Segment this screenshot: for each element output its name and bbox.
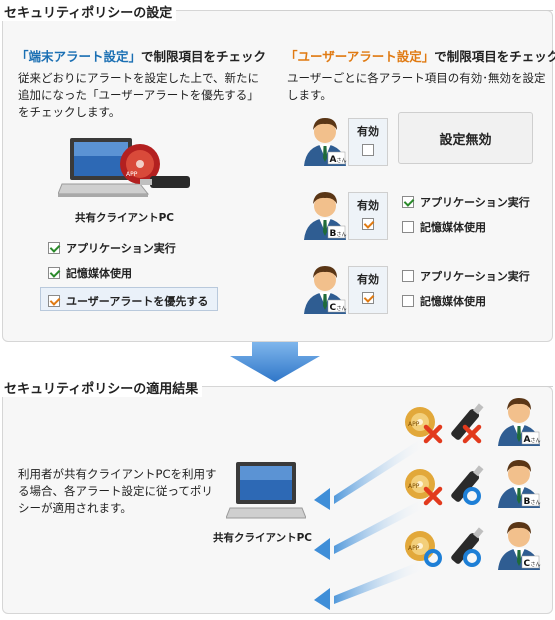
enable-checkbox[interactable] (362, 292, 374, 304)
shared-pc-illustration: APP (58, 138, 190, 197)
user-check-row[interactable]: アプリケーション実行 (402, 268, 530, 284)
user-badge-letter: B (524, 497, 531, 507)
user-enable-box: 有効 (348, 266, 388, 314)
user-badge-suffix: さん (337, 231, 347, 238)
terminal-check-app-exec[interactable]: アプリケーション実行 (48, 240, 176, 256)
result-arrow-b (314, 496, 428, 560)
usb-drive-icon (451, 465, 484, 502)
user-row-c: C さん (302, 260, 348, 318)
laptop-icon (58, 138, 150, 197)
user-badge-letter: A (330, 155, 337, 165)
shared-pc-label: 共有クライアントPC (75, 212, 174, 224)
setting-disabled-box: 設定無効 (398, 112, 533, 164)
usb-drive-icon (451, 527, 484, 564)
section-divider (230, 10, 553, 11)
result-pc-label: 共有クライアントPC (213, 532, 312, 544)
section-divider (250, 386, 553, 387)
terminal-check-media-use[interactable]: 記憶媒体使用 (48, 265, 132, 281)
checkbox[interactable] (48, 295, 60, 307)
terminal-alert-heading-quoted: 「端末アラート設定」 (16, 49, 142, 64)
result-user-c: C さん (498, 522, 541, 570)
checkbox[interactable] (48, 242, 60, 254)
result-section-title: セキュリティポリシーの適用結果 (0, 378, 203, 397)
user-alert-heading-rest: で制限項目をチェック (434, 49, 555, 64)
user-badge-letter: B (330, 229, 337, 239)
check-label: 記憶媒体使用 (420, 295, 486, 308)
enable-label: 有効 (357, 125, 379, 138)
result-laptop-icon (226, 462, 306, 519)
checkbox[interactable] (48, 267, 60, 279)
result-description: 利用者が共有クライアントPCを利用する場合、各アラート設定に従ってポリシーが適用… (18, 467, 217, 515)
user-enable-box: 有効 (348, 192, 388, 240)
check-label: 記憶媒体使用 (420, 221, 486, 234)
result-arrow-a (314, 434, 428, 510)
user-avatar-icon: B さん (304, 192, 347, 240)
user-alert-heading: 「ユーザーアラート設定」で制限項目をチェック (285, 46, 555, 65)
terminal-alert-heading: 「端末アラート設定」で制限項目をチェック (16, 46, 266, 65)
down-arrow (230, 342, 320, 382)
enable-label: 有効 (357, 273, 379, 286)
check-label: アプリケーション実行 (420, 196, 530, 209)
enable-checkbox[interactable] (362, 144, 374, 156)
user-check-row[interactable]: 記憶媒体使用 (402, 293, 486, 309)
allowed-circle-icon (463, 549, 481, 567)
check-label: アプリケーション実行 (420, 270, 530, 283)
app-disc-label: APP (408, 483, 420, 490)
allowed-circle-icon (424, 549, 442, 567)
check-label: 記憶媒体使用 (66, 267, 132, 280)
checkbox[interactable] (402, 270, 414, 282)
settings-section-title: セキュリティポリシーの設定 (0, 2, 177, 21)
app-disc-label: APP (408, 421, 420, 428)
result-diagram: APP A さん APP B さん APP C さん (314, 398, 541, 610)
checkbox[interactable] (402, 221, 414, 233)
usb-drive-icon (140, 176, 190, 188)
user-badge-letter: C (330, 303, 337, 313)
app-disc-label: APP (408, 545, 420, 552)
check-label: アプリケーション実行 (66, 242, 176, 255)
app-disc-icon: APP (405, 531, 435, 561)
result-arrow-c (314, 558, 428, 610)
terminal-alert-description: 従来どおりにアラートを設定した上で、新たに追加になった「ユーザーアラートを優先す… (18, 71, 260, 119)
result-user-b: B さん (498, 460, 541, 508)
user-badge-suffix: さん (531, 561, 541, 568)
user-badge-letter: C (524, 559, 531, 569)
user-row-b: B さん (302, 186, 348, 244)
checkbox[interactable] (402, 295, 414, 307)
user-row-a: A さん (302, 112, 348, 170)
user-badge-suffix: さん (337, 305, 347, 312)
user-avatar-icon: A さん (304, 118, 347, 166)
priority-user-alert-check[interactable]: ユーザーアラートを優先する (48, 293, 208, 309)
priority-box (40, 287, 218, 311)
user-avatar-icon: C さん (304, 266, 347, 314)
user-enable-box: 有効 (348, 118, 388, 166)
terminal-alert-heading-rest: で制限項目をチェック (141, 49, 267, 64)
usb-drive-icon (451, 403, 484, 440)
enable-checkbox[interactable] (362, 218, 374, 230)
user-check-row[interactable]: アプリケーション実行 (402, 194, 530, 210)
user-badge-suffix: さん (531, 499, 541, 506)
app-disc-label: APP (126, 171, 138, 178)
checkbox[interactable] (402, 196, 414, 208)
user-badge-letter: A (524, 435, 531, 445)
user-alert-description: ユーザーごとに各アラート項目の有効･無効を設定します。 (287, 71, 546, 102)
user-check-row[interactable]: 記憶媒体使用 (402, 219, 486, 235)
blocked-cross-icon (423, 486, 443, 506)
user-alert-heading-quoted: 「ユーザーアラート設定」 (285, 49, 435, 64)
user-badge-suffix: さん (337, 157, 347, 164)
result-user-a: A さん (498, 398, 541, 446)
check-label: ユーザーアラートを優先する (66, 295, 209, 308)
enable-label: 有効 (357, 199, 379, 212)
user-badge-suffix: さん (531, 437, 541, 444)
blocked-cross-icon (462, 424, 482, 444)
blocked-cross-icon (423, 424, 443, 444)
allowed-circle-icon (463, 487, 481, 505)
app-disc-icon: APP (120, 144, 160, 184)
